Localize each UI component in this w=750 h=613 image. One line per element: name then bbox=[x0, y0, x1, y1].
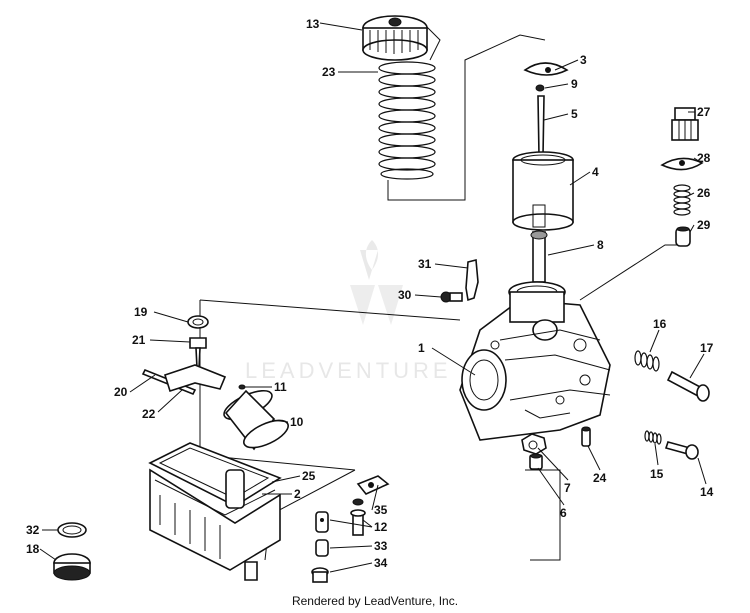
callout-30: 30 bbox=[398, 288, 412, 302]
callout-24: 24 bbox=[593, 471, 607, 485]
part-17-screw bbox=[666, 370, 710, 402]
callout-10: 10 bbox=[290, 415, 304, 429]
callout-25: 25 bbox=[302, 469, 316, 483]
callout-13: 13 bbox=[306, 17, 320, 31]
part-34-screw bbox=[311, 567, 329, 583]
callout-labels: 13 23 3 9 5 4 8 31 30 27 28 26 29 16 17 … bbox=[26, 17, 714, 570]
part-18-drain-plug bbox=[53, 553, 91, 581]
part-31-bracket bbox=[465, 258, 479, 302]
callout-21: 21 bbox=[132, 333, 146, 347]
callout-18: 18 bbox=[26, 542, 40, 556]
callout-34: 34 bbox=[374, 556, 388, 570]
part-28-plate bbox=[660, 157, 704, 171]
part-9-clip bbox=[535, 84, 545, 92]
part-11-pin bbox=[238, 384, 246, 390]
callout-33: 33 bbox=[374, 539, 388, 553]
part-12-screws bbox=[315, 498, 366, 536]
callout-20: 20 bbox=[114, 385, 128, 399]
callout-17: 17 bbox=[700, 341, 714, 355]
callout-4: 4 bbox=[592, 165, 599, 179]
part-19-washer bbox=[187, 315, 209, 329]
part-15-spring bbox=[644, 430, 662, 445]
part-33-sleeve bbox=[315, 539, 329, 557]
part-1-carburetor-body bbox=[459, 281, 611, 441]
part-22-float-arm bbox=[164, 364, 227, 393]
callout-12: 12 bbox=[374, 520, 388, 534]
callout-19: 19 bbox=[134, 305, 148, 319]
part-14-screw bbox=[664, 441, 699, 460]
part-7-nut bbox=[521, 433, 547, 455]
callout-5: 5 bbox=[571, 107, 578, 121]
callout-32: 32 bbox=[26, 523, 40, 537]
callout-22: 22 bbox=[142, 407, 156, 421]
part-2-float-bowl bbox=[149, 468, 281, 581]
part-30-screw bbox=[440, 291, 463, 303]
callout-35: 35 bbox=[374, 503, 388, 517]
part-26-spring bbox=[673, 184, 691, 216]
part-16-spring bbox=[634, 350, 660, 372]
part-29-plunger bbox=[675, 226, 691, 247]
part-23-spring bbox=[378, 61, 436, 180]
callout-8: 8 bbox=[597, 238, 604, 252]
callout-16: 16 bbox=[653, 317, 667, 331]
callout-26: 26 bbox=[697, 186, 711, 200]
callout-31: 31 bbox=[418, 257, 432, 271]
callout-3: 3 bbox=[580, 53, 587, 67]
part-32-o-ring bbox=[57, 522, 87, 538]
callout-9: 9 bbox=[571, 77, 578, 91]
callout-11: 11 bbox=[274, 380, 287, 394]
part-8-shaft bbox=[530, 230, 548, 283]
part-4-throttle-slide bbox=[512, 151, 574, 231]
part-27-fitting bbox=[671, 107, 699, 141]
part-25-gasket bbox=[148, 442, 282, 507]
part-35-bracket bbox=[356, 475, 390, 495]
callout-27: 27 bbox=[697, 105, 711, 119]
callout-1: 1 bbox=[418, 341, 425, 355]
callout-28: 28 bbox=[697, 151, 711, 165]
callout-7: 7 bbox=[564, 481, 571, 495]
callout-leaders bbox=[39, 22, 707, 573]
callout-29: 29 bbox=[697, 218, 711, 232]
callout-14: 14 bbox=[700, 485, 714, 499]
part-3-clip-plate bbox=[523, 62, 569, 76]
callout-23: 23 bbox=[322, 65, 336, 79]
callout-6: 6 bbox=[560, 506, 567, 520]
watermark-text: LEADVENTURE bbox=[245, 358, 452, 383]
part-10-float bbox=[223, 389, 289, 451]
callout-2: 2 bbox=[294, 487, 301, 501]
part-6-jet bbox=[529, 453, 543, 470]
part-13-cap bbox=[362, 15, 428, 61]
part-24-jet bbox=[581, 426, 591, 447]
callout-15: 15 bbox=[650, 467, 664, 481]
footer-credit: Rendered by LeadVenture, Inc. bbox=[291, 594, 459, 608]
